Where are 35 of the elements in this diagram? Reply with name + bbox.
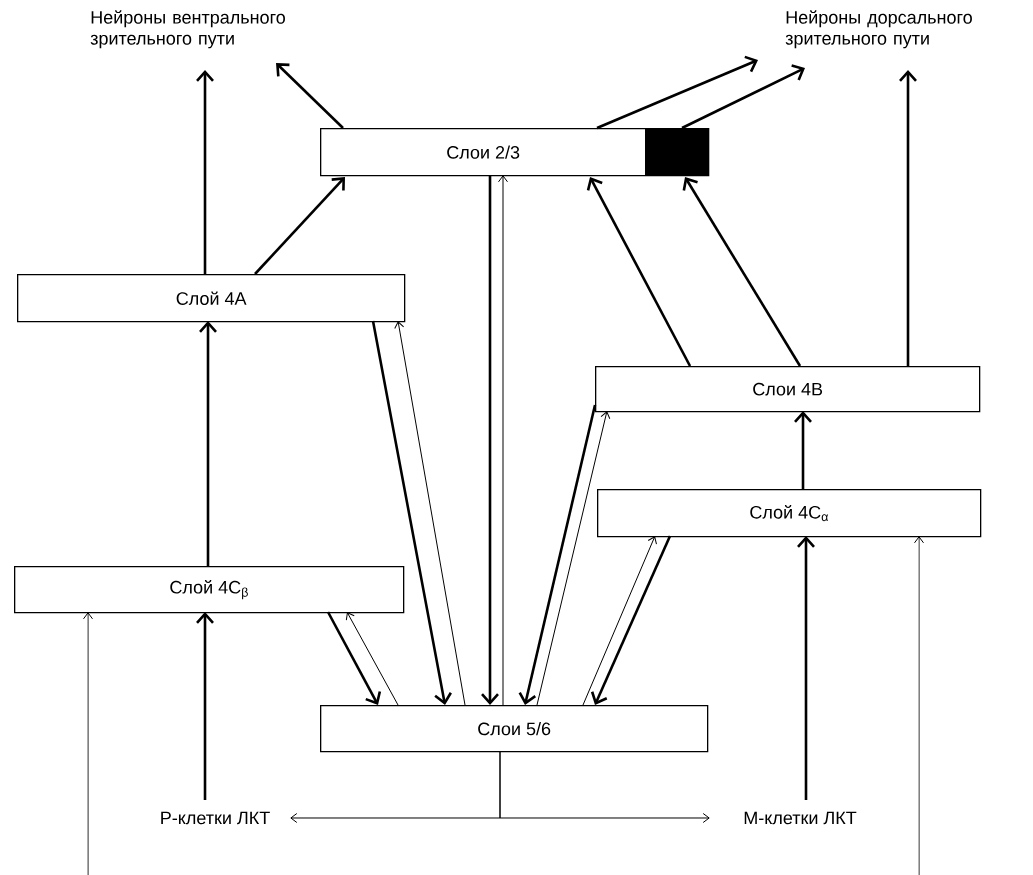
arrow <box>499 750 710 823</box>
arrow <box>276 63 344 129</box>
layer-box: Слой 4A <box>17 274 406 323</box>
text-label: Нейроны дорсального зрительного пути <box>785 10 972 49</box>
arrow <box>83 612 93 875</box>
arrow <box>586 177 692 367</box>
text-label: P-клетки ЛКТ <box>161 811 270 825</box>
arrow <box>914 536 924 875</box>
arrow <box>199 321 217 566</box>
arrow <box>518 404 597 705</box>
arrow <box>536 411 611 706</box>
arrow <box>481 175 499 705</box>
layer-box: Слои 2/3 <box>320 128 710 177</box>
arrow <box>590 535 672 705</box>
arrow <box>797 536 815 800</box>
arrow <box>498 175 508 706</box>
layer-box: Слой 4C$_{β}$ <box>14 566 405 614</box>
arrow <box>196 70 214 274</box>
arrow <box>682 177 802 367</box>
arrow <box>254 177 345 275</box>
arrow <box>196 612 214 800</box>
layer-box: Слои 4B <box>595 366 981 413</box>
arrow <box>394 321 466 706</box>
text-label: Нейроны вентрального зрительного пути <box>90 10 285 49</box>
arrow <box>899 70 917 366</box>
text-label: M-клетки ЛКТ <box>744 811 857 825</box>
arrow <box>681 64 805 130</box>
layer-box: Слой 4C$_{α}$ <box>597 489 982 538</box>
arrow <box>794 411 812 489</box>
arrow <box>326 611 382 705</box>
layer-box: Слои 5/6 <box>320 705 709 753</box>
arrow <box>596 55 758 130</box>
arrow <box>582 536 657 706</box>
arrow <box>371 320 452 705</box>
arrow <box>345 612 399 706</box>
